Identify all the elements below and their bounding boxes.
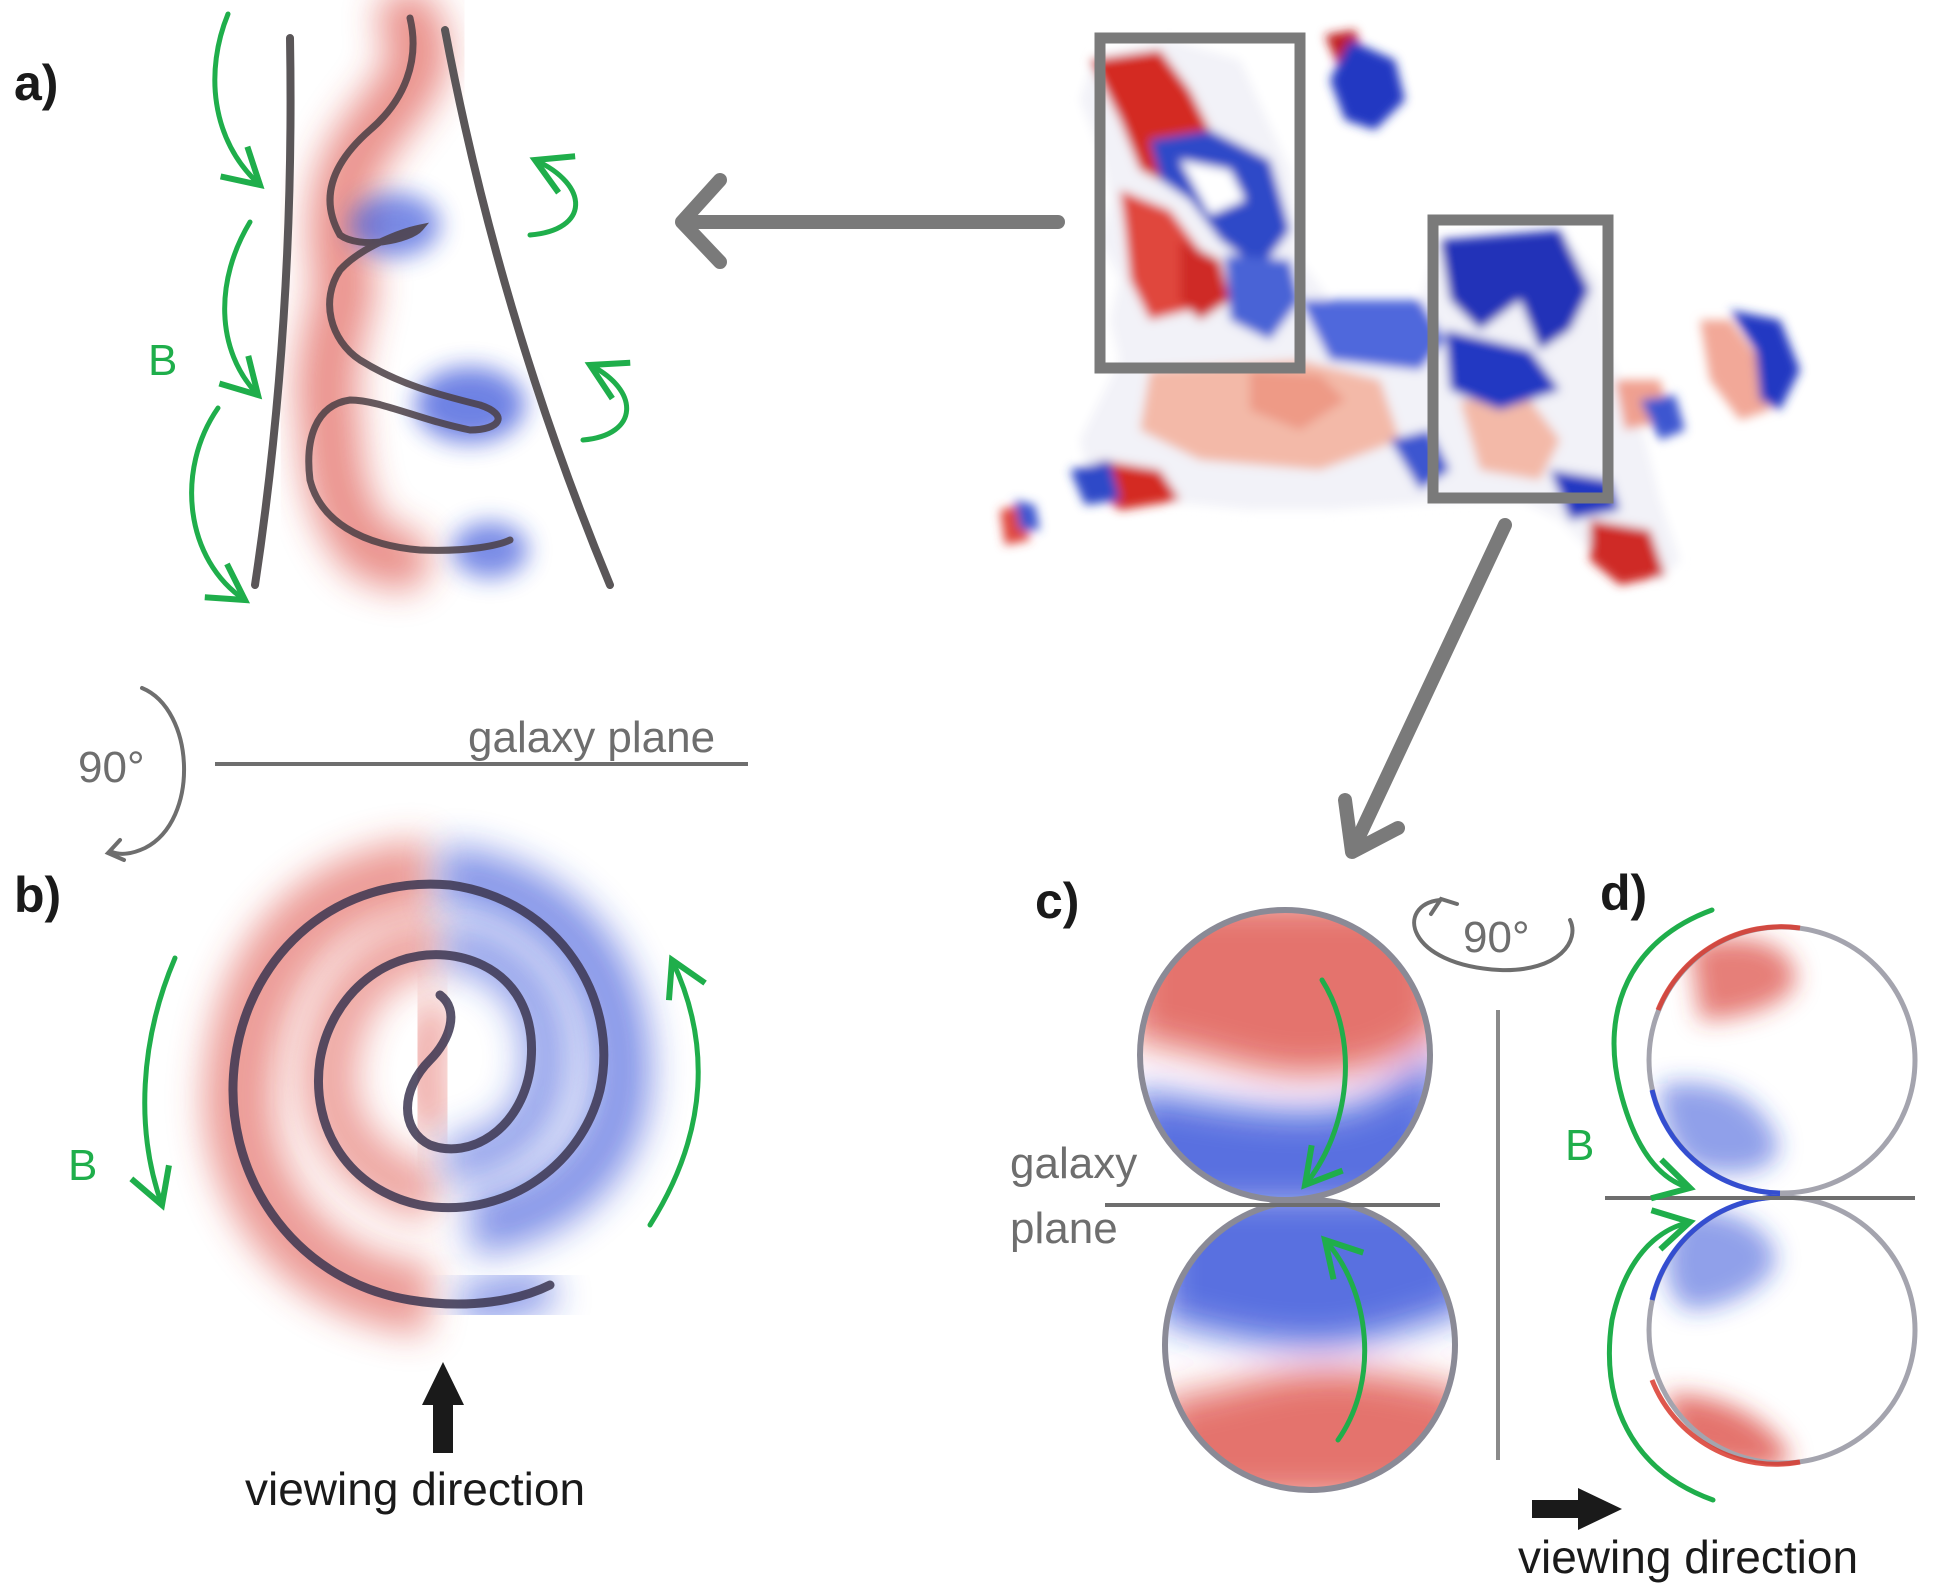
arrow-to-panel-c xyxy=(1338,518,1512,859)
field-arrow xyxy=(1611,907,1715,1202)
panel-a-polarization-blobs xyxy=(296,0,528,590)
rotation-measure-map xyxy=(1000,30,1800,585)
field-arrow xyxy=(527,153,579,238)
map-pink-region xyxy=(1700,320,1770,420)
field-arrow xyxy=(647,954,707,1228)
blue-blob xyxy=(452,522,528,578)
panel-d-blue-arc xyxy=(1649,1089,1781,1196)
tube-boundary-right xyxy=(441,26,614,589)
galaxy-plane-label-line2: plane xyxy=(1010,1204,1118,1253)
panel-d: d) B xyxy=(1518,865,1918,1583)
map-red-region xyxy=(1180,240,1230,320)
panel-d-red-arc xyxy=(1655,924,1801,1011)
panel-c-lower-circle-fill xyxy=(1165,1200,1455,1490)
field-arrow xyxy=(1320,1235,1368,1443)
map-blue-region xyxy=(1445,330,1560,410)
panel-d-red-arc xyxy=(1649,1379,1801,1467)
panel-b-field-arrows xyxy=(129,954,707,1228)
panel-c-field-arrows xyxy=(1301,977,1368,1443)
map-blue-region xyxy=(1300,300,1445,370)
field-arrow xyxy=(212,11,265,190)
region-box-right xyxy=(1427,214,1614,504)
field-arrow xyxy=(218,219,263,400)
viewing-direction-arrow xyxy=(422,1362,464,1453)
field-arrow xyxy=(1301,977,1348,1190)
panel-b-label: b) xyxy=(14,867,61,923)
panel-c-label: c) xyxy=(1035,873,1079,929)
region-box-left xyxy=(1094,32,1306,374)
map-red-region xyxy=(1590,520,1665,585)
map-blue-region xyxy=(1015,500,1040,530)
tube-boundary-left xyxy=(251,34,295,589)
panel-d-label: d) xyxy=(1600,865,1647,921)
panel-c-lower-circle xyxy=(1162,1197,1458,1493)
map-white-region xyxy=(1180,160,1245,215)
map-blue-region xyxy=(1330,40,1405,130)
rotation-indicator-right xyxy=(1412,896,1575,973)
map-blue-region xyxy=(1640,395,1685,440)
panel-a: a) B xyxy=(14,0,631,604)
panel-d-upper-circle-fill xyxy=(1649,927,1915,1193)
blue-blob xyxy=(441,922,570,1183)
red-blob xyxy=(296,0,449,590)
galaxy-plane-label: galaxy plane xyxy=(468,713,715,762)
map-blue-region xyxy=(1440,230,1590,350)
rotation-label: 90° xyxy=(78,743,145,792)
field-arrow xyxy=(580,359,631,443)
magnetic-spiral-line xyxy=(228,879,609,1309)
viewing-direction-label: viewing direction xyxy=(245,1463,585,1515)
field-arrow xyxy=(189,405,251,604)
rotation-arrow xyxy=(110,686,186,856)
map-pink-region xyxy=(1460,400,1560,480)
rotation-arrow-head xyxy=(104,838,126,862)
blue-blob xyxy=(436,845,651,1255)
rotation-indicator-left: 90° xyxy=(78,686,186,862)
galaxy-plane-label-line1: galaxy xyxy=(1010,1139,1137,1188)
arrow-to-panel-a xyxy=(675,173,1065,269)
field-label-b: B xyxy=(68,1141,97,1190)
panel-b: b) B viewing direction xyxy=(14,840,707,1515)
map-blue-region xyxy=(1225,255,1300,340)
panel-d-field-arrows xyxy=(1606,907,1716,1503)
map-pink-region xyxy=(1250,370,1345,430)
field-label-b: B xyxy=(148,336,177,385)
field-arrow xyxy=(129,955,178,1211)
map-blue-region xyxy=(1730,310,1800,410)
viewing-direction-arrow xyxy=(1532,1488,1622,1530)
panel-d-lower-circle-fill xyxy=(1649,1197,1915,1463)
field-label-b: B xyxy=(1565,1121,1594,1170)
magnetic-helix-line xyxy=(305,14,514,554)
panel-c-upper-circle-fill xyxy=(1140,910,1430,1200)
map-blue-region xyxy=(1070,460,1120,505)
field-arrow xyxy=(1606,1207,1716,1503)
rotation-label: 90° xyxy=(1463,913,1530,962)
panel-a-label: a) xyxy=(14,55,58,111)
red-blob xyxy=(405,995,458,1145)
panel-a-field-arrows xyxy=(189,11,631,604)
panel-c: c) galaxy plane xyxy=(1010,873,1575,1493)
viewing-direction-label: viewing direction xyxy=(1518,1531,1858,1583)
